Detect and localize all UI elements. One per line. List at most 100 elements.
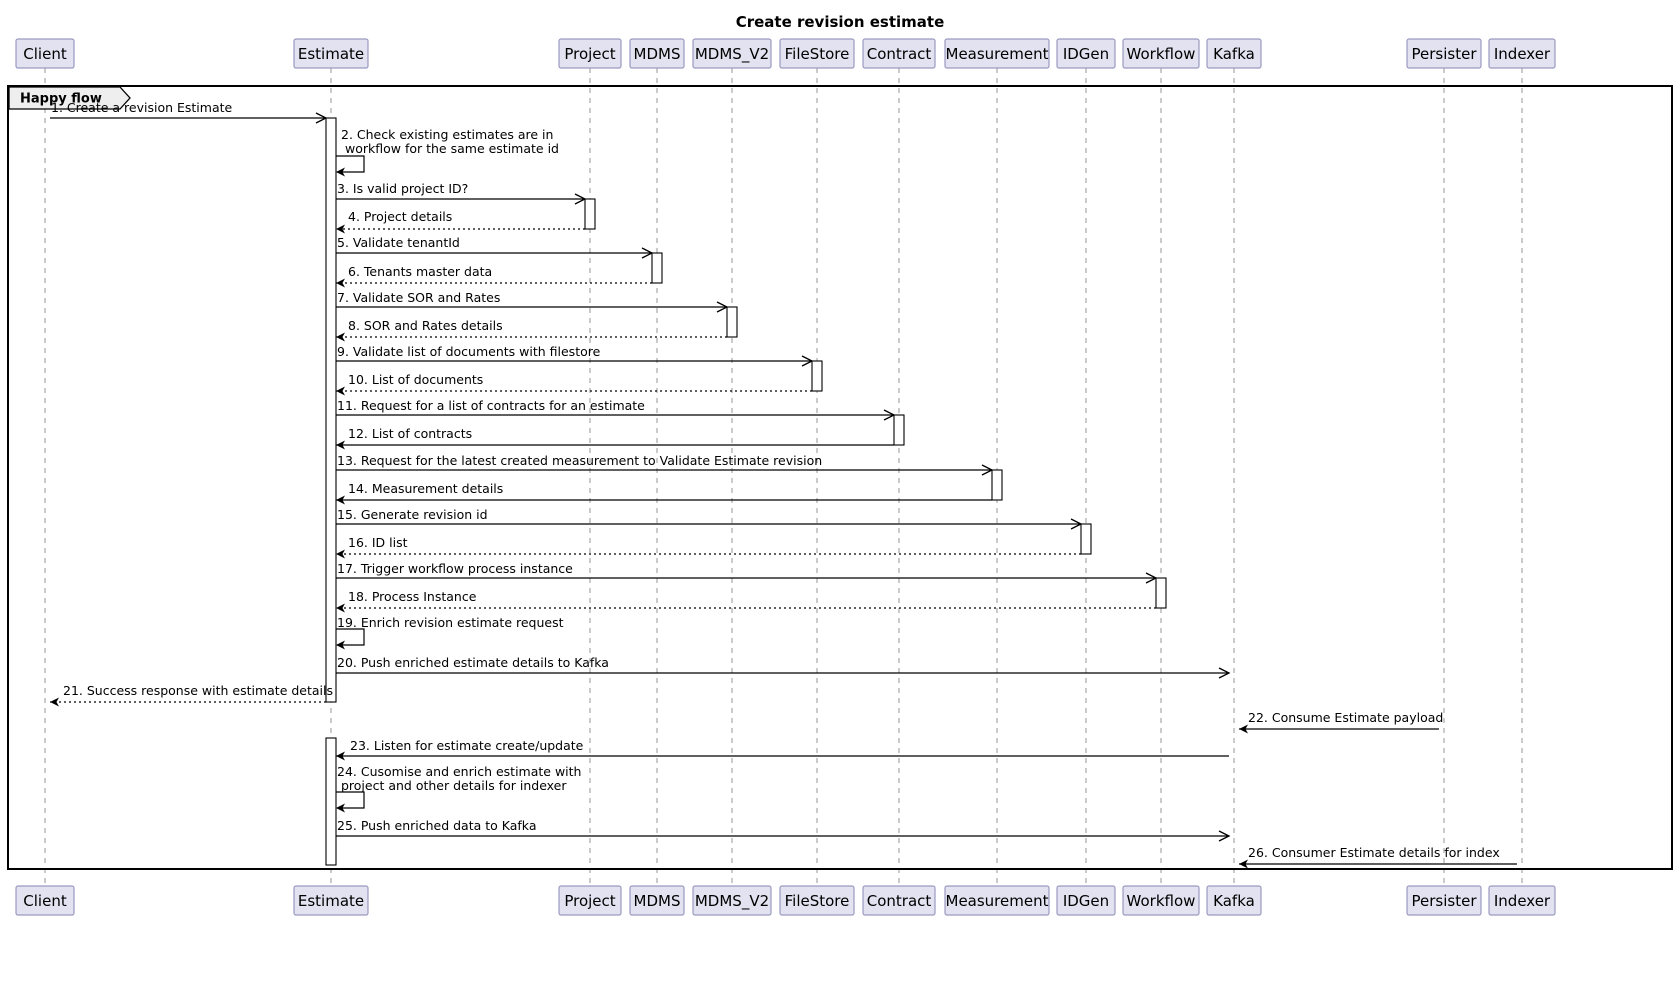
message-22: 22. Consume Estimate payload bbox=[1239, 710, 1443, 734]
participant-measurement-top[interactable]: Measurement bbox=[944, 38, 1050, 69]
activation-bar-estimate bbox=[325, 737, 337, 866]
participant-box[interactable] bbox=[1206, 885, 1262, 916]
participant-box[interactable] bbox=[944, 38, 1050, 69]
message-label: 12. List of contracts bbox=[348, 426, 472, 441]
participant-box[interactable] bbox=[629, 885, 685, 916]
participant-box[interactable] bbox=[1122, 885, 1200, 916]
participant-box[interactable] bbox=[862, 38, 936, 69]
message-10: 10. List of documents bbox=[336, 372, 812, 396]
message-label: 7. Validate SOR and Rates bbox=[337, 290, 500, 305]
arrowhead-icon bbox=[574, 193, 587, 205]
arrowhead-icon bbox=[336, 495, 345, 505]
participant-box[interactable] bbox=[692, 885, 772, 916]
arrowhead-icon bbox=[883, 409, 896, 421]
participant-box[interactable] bbox=[293, 38, 369, 69]
message-label: 23. Listen for estimate create/update bbox=[350, 738, 584, 753]
arrowhead-icon bbox=[1145, 572, 1158, 584]
message-8: 8. SOR and Rates details bbox=[336, 318, 727, 342]
participant-box[interactable] bbox=[692, 38, 772, 69]
participant-label: Persister bbox=[1412, 892, 1478, 910]
message-label: 3. Is valid project ID? bbox=[337, 181, 468, 196]
message-label: 15. Generate revision id bbox=[337, 507, 488, 522]
participant-box[interactable] bbox=[629, 38, 685, 69]
participant-box[interactable] bbox=[558, 885, 622, 916]
participant-estimate-bottom[interactable]: Estimate bbox=[293, 885, 369, 916]
message-9: 9. Validate list of documents with files… bbox=[336, 344, 814, 367]
participant-contract-bottom[interactable]: Contract bbox=[862, 885, 936, 916]
participant-persister-top[interactable]: Persister bbox=[1406, 38, 1482, 69]
participant-indexer-bottom[interactable]: Indexer bbox=[1488, 885, 1556, 916]
participant-mdms-bottom[interactable]: MDMS bbox=[629, 885, 685, 916]
participant-box[interactable] bbox=[1488, 38, 1556, 69]
participant-estimate-top[interactable]: Estimate bbox=[293, 38, 369, 69]
participant-client-bottom[interactable]: Client bbox=[15, 885, 75, 916]
participant-indexer-top[interactable]: Indexer bbox=[1488, 38, 1556, 69]
participant-box[interactable] bbox=[1406, 885, 1482, 916]
participant-label: Workflow bbox=[1127, 892, 1196, 910]
participant-label: MDMS bbox=[634, 892, 681, 910]
participant-persister-bottom[interactable]: Persister bbox=[1406, 885, 1482, 916]
activation-bar-project bbox=[584, 198, 596, 230]
message-15: 15. Generate revision id bbox=[336, 507, 1083, 530]
activation-bar-mdms_v2 bbox=[726, 306, 738, 338]
participant-mdms-top[interactable]: MDMS bbox=[629, 38, 685, 69]
participant-label: Project bbox=[564, 892, 615, 910]
participant-measurement-bottom[interactable]: Measurement bbox=[944, 885, 1050, 916]
participant-box[interactable] bbox=[1406, 38, 1482, 69]
participant-mdms_v2-top[interactable]: MDMS_V2 bbox=[692, 38, 772, 69]
message-label: 22. Consume Estimate payload bbox=[1248, 710, 1443, 725]
arrowhead-icon bbox=[315, 112, 328, 124]
participant-box[interactable] bbox=[1206, 38, 1262, 69]
activation-bar-mdms bbox=[651, 252, 663, 284]
participant-box[interactable] bbox=[779, 38, 855, 69]
participant-box[interactable] bbox=[1488, 885, 1556, 916]
participant-label: Persister bbox=[1412, 45, 1478, 63]
participant-label: FileStore bbox=[785, 892, 850, 910]
participant-idgen-top[interactable]: IDGen bbox=[1056, 38, 1116, 69]
participant-project-bottom[interactable]: Project bbox=[558, 885, 622, 916]
message-26: 26. Consumer Estimate details for index bbox=[1239, 845, 1517, 869]
participant-box[interactable] bbox=[1056, 885, 1116, 916]
participant-label: Measurement bbox=[946, 45, 1049, 63]
participant-box[interactable] bbox=[944, 885, 1050, 916]
participant-contract-top[interactable]: Contract bbox=[862, 38, 936, 69]
participant-kafka-bottom[interactable]: Kafka bbox=[1206, 885, 1262, 916]
activation-bar-filestore bbox=[811, 360, 823, 392]
participant-project-top[interactable]: Project bbox=[558, 38, 622, 69]
participant-box[interactable] bbox=[1056, 38, 1116, 69]
message-label: 10. List of documents bbox=[348, 372, 483, 387]
message-17: 17. Trigger workflow process instance bbox=[336, 561, 1158, 584]
arrowhead-icon bbox=[336, 440, 345, 450]
message-16: 16. ID list bbox=[336, 535, 1081, 559]
participant-label: Contract bbox=[867, 892, 932, 910]
participant-label: Kafka bbox=[1213, 892, 1255, 910]
participant-client-top[interactable]: Client bbox=[15, 38, 75, 69]
participant-box[interactable] bbox=[15, 38, 75, 69]
participant-label: MDMS_V2 bbox=[695, 45, 769, 64]
arrowhead-icon bbox=[336, 332, 345, 342]
participant-workflow-top[interactable]: Workflow bbox=[1122, 38, 1200, 69]
participant-box[interactable] bbox=[293, 885, 369, 916]
activation-bars-layer bbox=[325, 117, 1167, 866]
participant-box[interactable] bbox=[1122, 38, 1200, 69]
participant-filestore-bottom[interactable]: FileStore bbox=[779, 885, 855, 916]
participant-label: Contract bbox=[867, 45, 932, 63]
participant-box[interactable] bbox=[558, 38, 622, 69]
participant-filestore-top[interactable]: FileStore bbox=[779, 38, 855, 69]
message-2: 2. Check existing estimates are in workf… bbox=[336, 127, 559, 177]
participant-mdms_v2-bottom[interactable]: MDMS_V2 bbox=[692, 885, 772, 916]
participant-kafka-top[interactable]: Kafka bbox=[1206, 38, 1262, 69]
participant-box[interactable] bbox=[779, 885, 855, 916]
participant-idgen-bottom[interactable]: IDGen bbox=[1056, 885, 1116, 916]
participant-workflow-bottom[interactable]: Workflow bbox=[1122, 885, 1200, 916]
participant-label: Kafka bbox=[1213, 45, 1255, 63]
message-12: 12. List of contracts bbox=[336, 426, 894, 450]
participant-box[interactable] bbox=[862, 885, 936, 916]
participants-bottom-layer: Client Estimate Project MDMS MDMS_V2 FileStor… bbox=[15, 885, 1556, 916]
message-label: 16. ID list bbox=[348, 535, 408, 550]
participant-box[interactable] bbox=[15, 885, 75, 916]
message-23: 23. Listen for estimate create/update bbox=[336, 738, 1229, 761]
